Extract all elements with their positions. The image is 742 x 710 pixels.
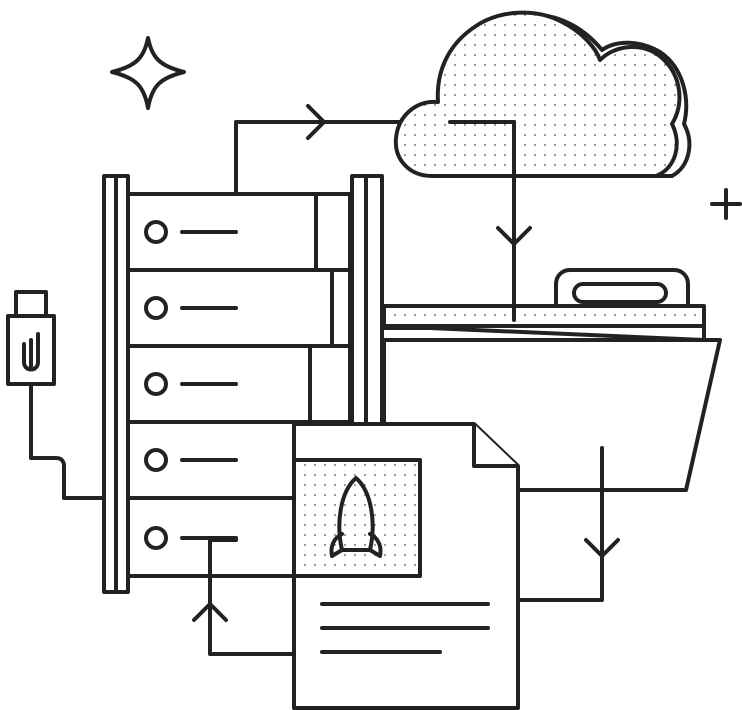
connector-document-to-server (192, 538, 296, 656)
cloud-icon (393, 10, 692, 178)
plus-icon (710, 188, 742, 220)
rocket-icon (292, 458, 422, 578)
usb-drive-icon (6, 290, 56, 386)
server-rail-left (102, 174, 130, 594)
document-icon (292, 422, 520, 710)
server-drawer (126, 268, 352, 348)
server-drawer (126, 344, 352, 424)
server-rail-right (350, 174, 384, 444)
sparkle-icon (110, 36, 186, 110)
connector-folder-to-document (516, 446, 620, 602)
server-drawer (126, 192, 352, 272)
usb-cable (29, 382, 106, 500)
